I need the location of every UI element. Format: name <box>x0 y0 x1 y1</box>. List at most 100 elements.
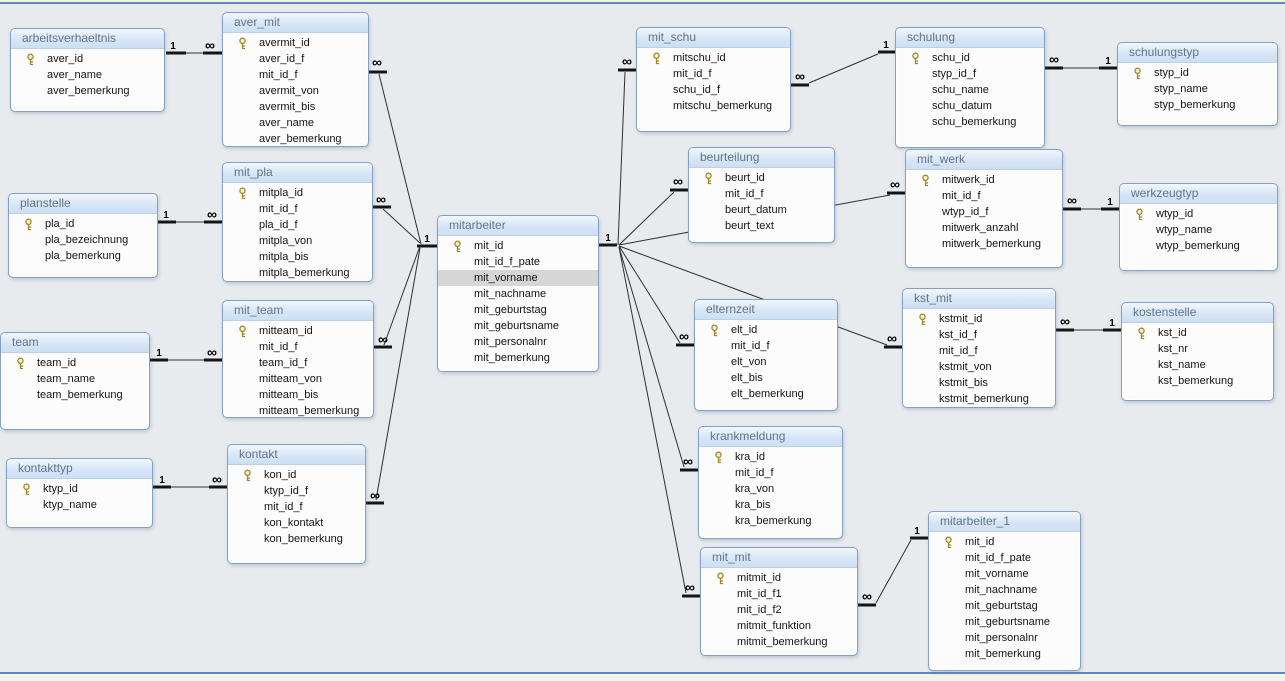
field-row[interactable]: kra_bemerkung <box>699 513 842 529</box>
field-row[interactable]: mitteam_von <box>223 371 373 387</box>
field-row[interactable]: mitmit_funktion <box>701 618 857 634</box>
relationship-planstelle-mit_pla[interactable]: 1∞ <box>158 206 222 224</box>
field-row[interactable]: team_bemerkung <box>1 387 149 403</box>
relationship-kst_mit-kostenstelle[interactable]: ∞1 <box>1056 313 1121 332</box>
field-row[interactable]: pla_id <box>9 216 157 232</box>
relationship-kontakttyp-kontakt[interactable]: 1∞ <box>153 471 227 489</box>
field-row[interactable]: mit_personalnr <box>929 630 1080 646</box>
field-row[interactable]: mitmit_bemerkung <box>701 634 857 650</box>
field-row[interactable]: kst_id <box>1122 325 1273 341</box>
field-row[interactable]: aver_name <box>223 115 368 131</box>
field-row[interactable]: schu_id_f <box>637 82 790 98</box>
field-row[interactable]: mit_bemerkung <box>929 646 1080 662</box>
field-row[interactable]: pla_id_f <box>223 217 372 233</box>
field-row[interactable]: team_id <box>1 355 149 371</box>
relationship-mitarbeiter-mit_schu[interactable]: ∞ <box>617 53 636 246</box>
table-title[interactable]: beurteilung <box>689 148 834 168</box>
field-row[interactable]: mit_id_f <box>689 186 834 202</box>
field-row[interactable]: wtyp_name <box>1120 222 1277 238</box>
table-title[interactable]: kontakttyp <box>7 459 152 479</box>
table-title[interactable]: team <box>1 333 149 353</box>
field-row[interactable]: mitpla_bemerkung <box>223 265 372 281</box>
table-title[interactable]: kostenstelle <box>1122 303 1273 323</box>
field-row[interactable]: kstmit_bemerkung <box>903 391 1055 407</box>
relationship-aver_mit-mitarbeiter[interactable]: ∞ <box>369 54 422 245</box>
field-row[interactable]: team_name <box>1 371 149 387</box>
field-row[interactable]: styp_bemerkung <box>1118 97 1277 113</box>
field-row[interactable]: kst_name <box>1122 357 1273 373</box>
field-row[interactable]: mit_geburtstag <box>929 598 1080 614</box>
field-row[interactable]: mitwerk_bemerkung <box>906 236 1062 252</box>
field-row[interactable]: kra_id <box>699 449 842 465</box>
field-row[interactable]: mitpla_bis <box>223 249 372 265</box>
table-title[interactable]: werkzeugtyp <box>1120 184 1277 204</box>
field-row[interactable]: mit_vorname <box>438 270 598 286</box>
field-row[interactable]: mit_vorname <box>929 566 1080 582</box>
relationship-schulung-schulungstyp[interactable]: ∞1 <box>1045 51 1117 70</box>
field-row[interactable]: kst_bemerkung <box>1122 373 1273 389</box>
relationship-mit_mit-mitarbeiter_1[interactable]: ∞1 <box>858 526 928 607</box>
table-title[interactable]: kst_mit <box>903 289 1055 309</box>
field-row[interactable]: mitteam_bemerkung <box>223 403 373 417</box>
relationship-mit_schu-schulung[interactable]: ∞1 <box>791 40 895 87</box>
table-title[interactable]: mit_werk <box>906 150 1062 170</box>
table-title[interactable]: mit_mit <box>701 548 857 568</box>
field-row[interactable]: ktyp_id <box>7 481 152 497</box>
field-row[interactable]: elt_bis <box>695 370 837 386</box>
field-row[interactable]: mitschu_id <box>637 50 790 66</box>
field-row[interactable]: mit_id_f <box>637 66 790 82</box>
field-row[interactable]: styp_id <box>1118 65 1277 81</box>
field-row[interactable]: mit_geburtsname <box>438 318 598 334</box>
field-row[interactable]: mit_id_f1 <box>701 586 857 602</box>
field-row[interactable]: aver_name <box>11 67 164 83</box>
field-row[interactable]: mitwerk_anzahl <box>906 220 1062 236</box>
table-title[interactable]: mitarbeiter_1 <box>929 512 1080 532</box>
table-title[interactable]: mitarbeiter <box>438 216 598 236</box>
field-row[interactable]: mit_nachname <box>438 286 598 302</box>
field-row[interactable]: mitwerk_id <box>906 172 1062 188</box>
field-row[interactable]: elt_bemerkung <box>695 386 837 402</box>
relationship-arbeitsverhaeltnis-aver_mit[interactable]: 1∞ <box>166 37 222 55</box>
field-row[interactable]: schu_name <box>896 82 1044 98</box>
field-row[interactable]: beurt_id <box>689 170 834 186</box>
field-row[interactable]: mit_bemerkung <box>438 350 598 366</box>
table-title[interactable]: kontakt <box>228 445 365 465</box>
relationship-mitarbeiter-krankmeldung[interactable]: ∞ <box>618 246 698 472</box>
table-title[interactable]: schulungstyp <box>1118 43 1277 63</box>
field-row[interactable]: mit_id_f <box>223 339 373 355</box>
field-row[interactable]: kon_id <box>228 467 365 483</box>
relationship-mitarbeiter-kst_mit[interactable]: ∞ <box>618 245 902 349</box>
table-title[interactable]: elternzeit <box>695 300 837 320</box>
field-row[interactable]: mit_id_f <box>699 465 842 481</box>
field-row[interactable]: aver_id_f <box>223 51 368 67</box>
field-row[interactable]: mit_nachname <box>929 582 1080 598</box>
field-row[interactable]: wtyp_bemerkung <box>1120 238 1277 254</box>
field-row[interactable]: team_id_f <box>223 355 373 371</box>
field-row[interactable]: mitpla_von <box>223 233 372 249</box>
field-row[interactable]: elt_id <box>695 322 837 338</box>
field-row[interactable]: aver_bemerkung <box>223 131 368 146</box>
relationship-mitarbeiter-beurteilung[interactable]: ∞ <box>618 173 688 246</box>
field-row[interactable]: beurt_datum <box>689 202 834 218</box>
field-row[interactable]: kra_bis <box>699 497 842 513</box>
field-row[interactable]: pla_bezeichnung <box>9 232 157 248</box>
field-row[interactable]: kst_id_f <box>903 327 1055 343</box>
field-row[interactable]: mit_id <box>929 534 1080 550</box>
table-title[interactable]: aver_mit <box>223 13 368 33</box>
field-row[interactable]: schu_bemerkung <box>896 114 1044 130</box>
field-row[interactable]: mit_id_f_pate <box>929 550 1080 566</box>
field-row[interactable]: kst_nr <box>1122 341 1273 357</box>
field-row[interactable]: mit_id_f <box>695 338 837 354</box>
relationship-mit_werk-werkzeugtyp[interactable]: ∞1 <box>1063 192 1119 211</box>
field-row[interactable]: mit_id_f_pate <box>438 254 598 270</box>
